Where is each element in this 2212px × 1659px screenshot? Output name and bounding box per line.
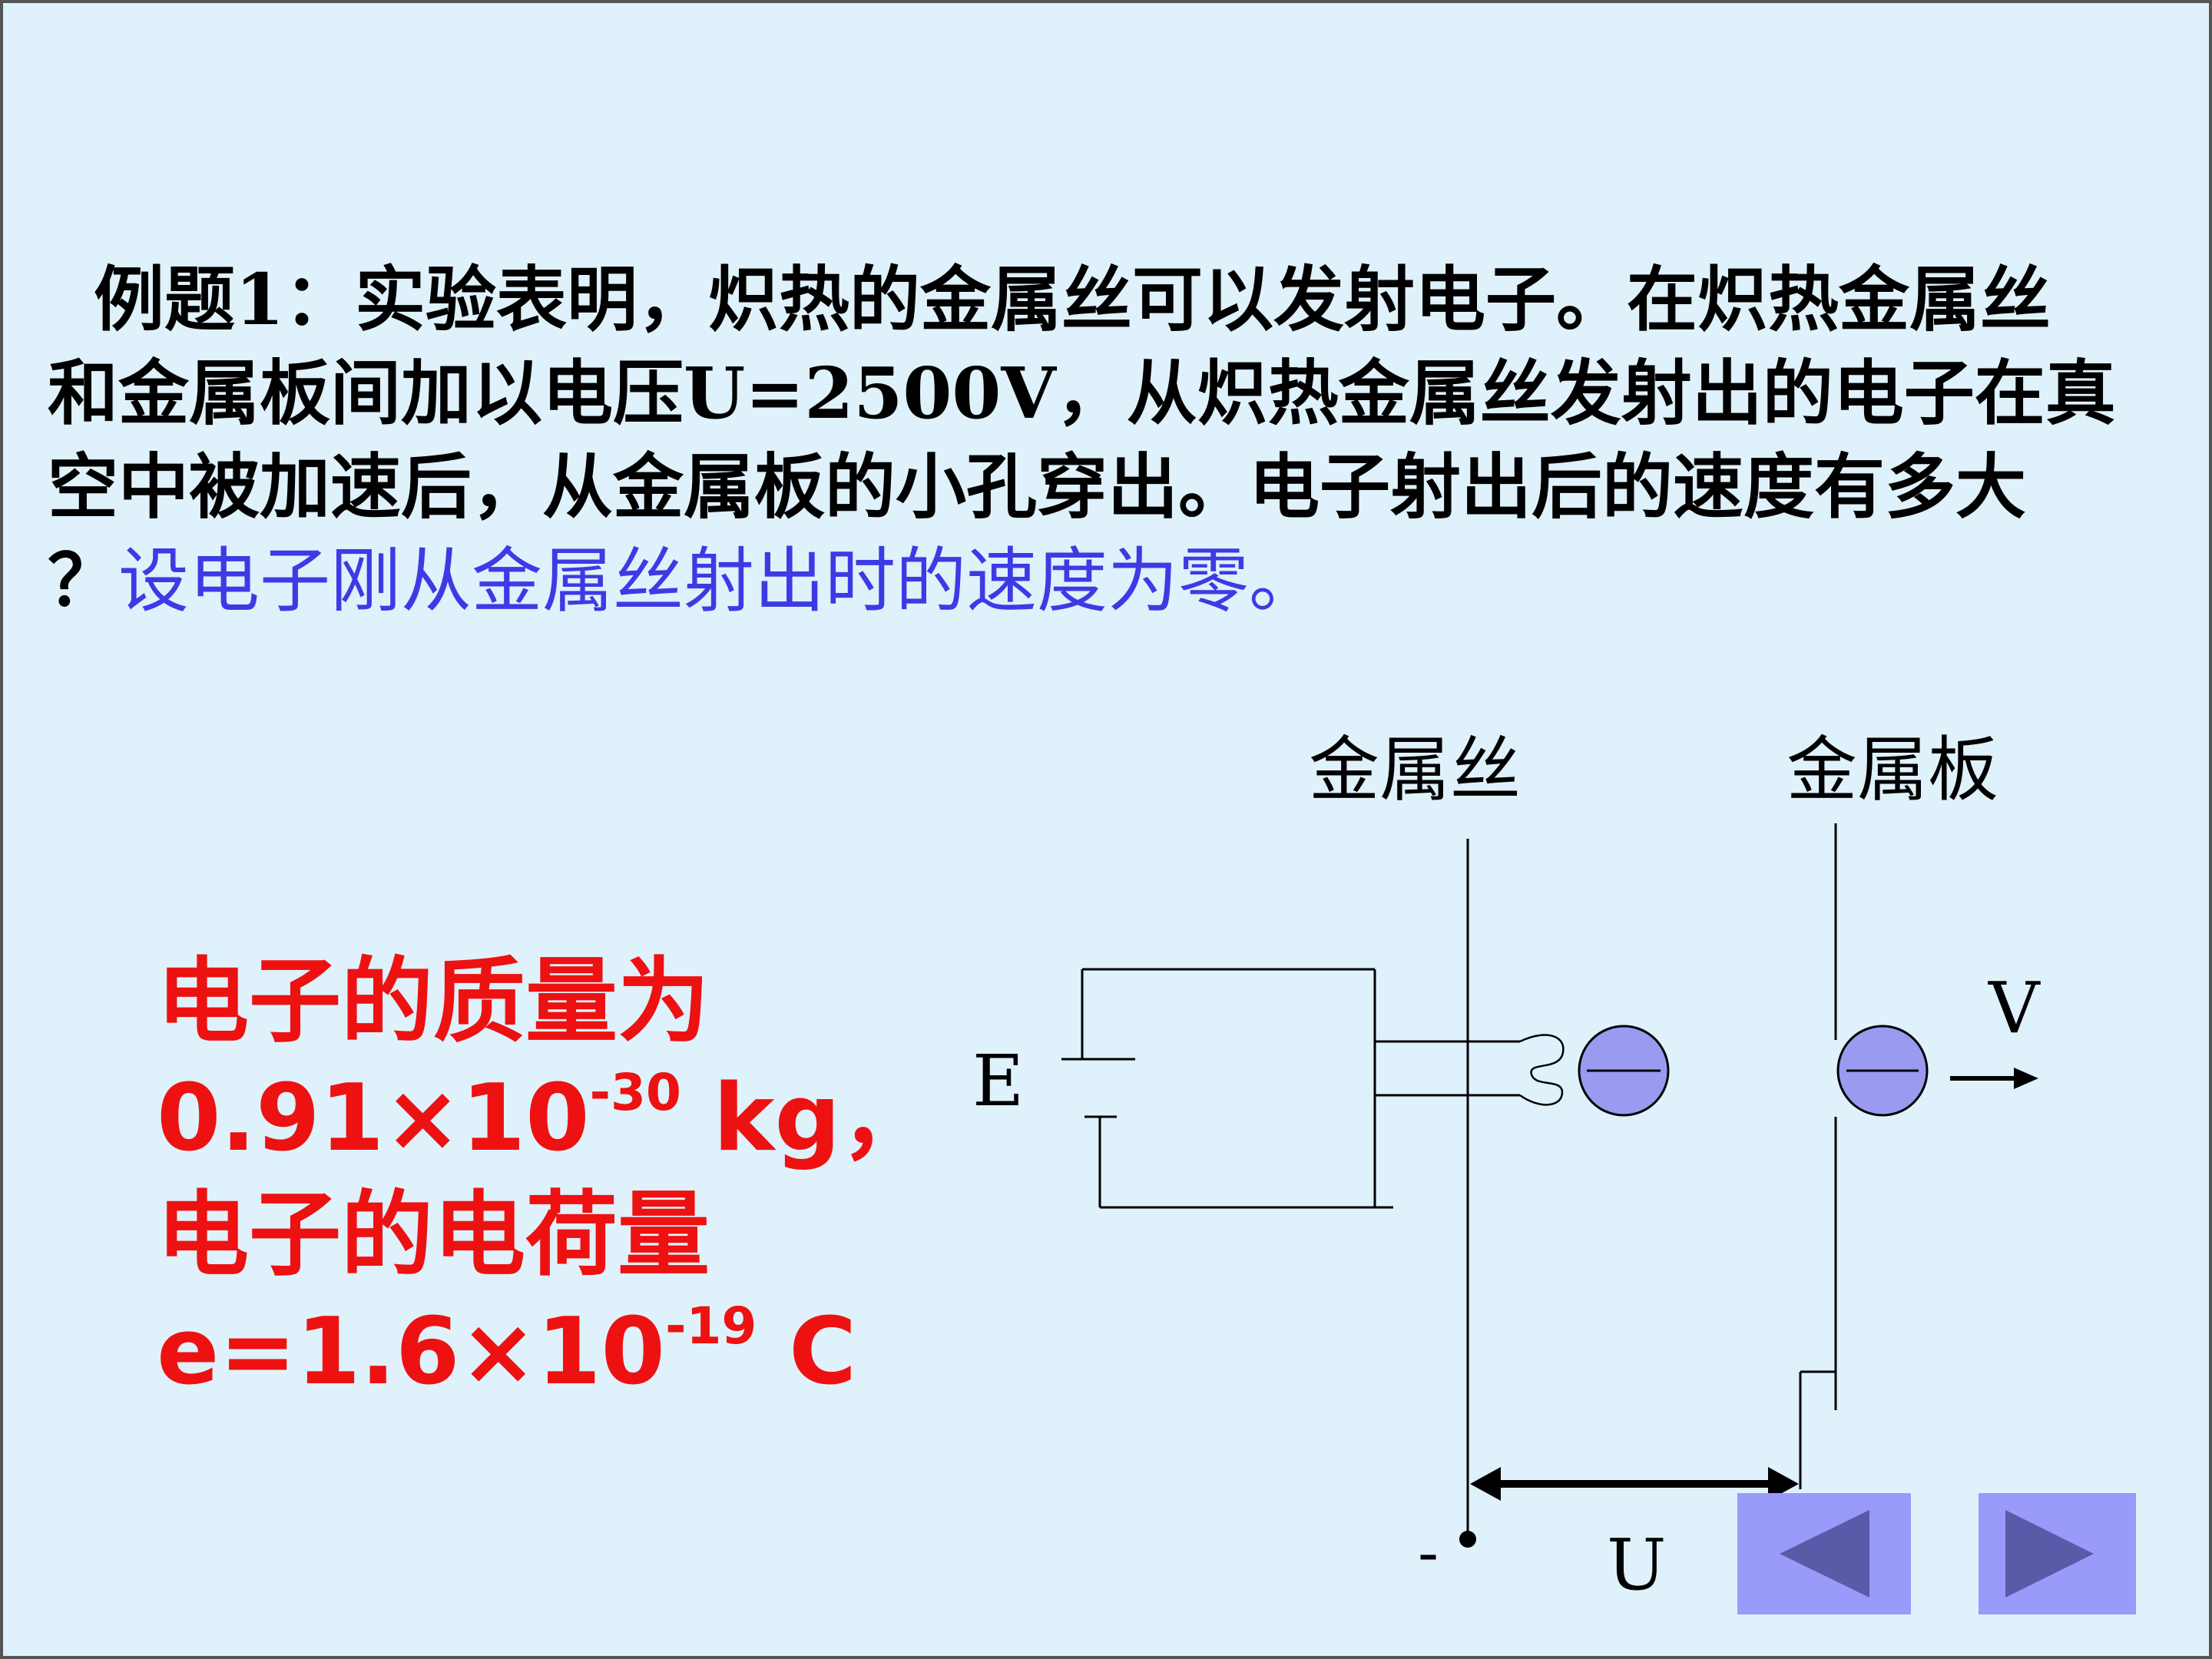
charge-exponent: -19 <box>665 1296 757 1356</box>
filament-coil-icon <box>1519 1034 1565 1106</box>
velocity-label: V <box>1988 967 2041 1049</box>
metal-plate-label: 金属板 <box>1786 729 1998 811</box>
question-mark: ？ <box>48 539 119 622</box>
problem-hint: 设电子刚从金属丝射出时的速度为零。 <box>118 540 1320 622</box>
problem-line-4: ？设电子刚从金属丝射出时的速度为零。 <box>48 534 2121 628</box>
problem-text: 例题1：实验表明，炽热的金属丝可以发射电子。在炽热金属丝 和金属板间加以电压U=… <box>48 253 2121 628</box>
charge-label: 电子的电荷量 <box>157 1182 710 1289</box>
electron-icon <box>1578 1025 1670 1117</box>
charge-base: e=1.6×10 <box>157 1299 666 1406</box>
battery-label: E <box>972 1040 1024 1122</box>
charge-value: e=1.6×10-19 C <box>157 1294 932 1411</box>
voltage-double-arrow-icon <box>1470 1467 1799 1501</box>
mass-label: 电子的质量为 <box>157 949 710 1055</box>
next-slide-button[interactable] <box>1979 1493 2136 1614</box>
triangle-right-icon <box>2005 1510 2094 1598</box>
minus-label: - <box>1418 1517 1439 1588</box>
prev-slide-button[interactable] <box>1737 1493 1911 1614</box>
electron-exit-icon <box>1836 1025 1929 1117</box>
problem-line-1: 例题1：实验表明，炽热的金属丝可以发射电子。在炽热金属丝 <box>94 258 2051 341</box>
negative-terminal-dot <box>1459 1531 1476 1548</box>
metal-wire-label: 金属丝 <box>1309 729 1521 811</box>
problem-line-3: 空中被加速后，从金属板的小孔穿出。电子射出后的速度有多大 <box>48 445 2027 528</box>
mass-exponent: -30 <box>589 1063 681 1122</box>
voltage-label: U <box>1607 1524 1667 1606</box>
mass-base: 0.91×10 <box>157 1065 590 1172</box>
velocity-arrow-icon <box>1950 1068 2038 1089</box>
circuit-diagram: 金属丝 金属板 E V U - <box>972 729 2041 1606</box>
problem-line-2: 和金属板间加以电压U=2500V，从炽热金属丝发射出的电子在真 <box>48 352 2116 435</box>
given-constants: 电子的质量为 0.91×10-30 kg， 电子的电荷量 e=1.6×10-19… <box>157 944 932 1411</box>
triangle-left-icon <box>1780 1510 1869 1598</box>
mass-unit: kg， <box>680 1065 933 1172</box>
charge-unit: C <box>757 1299 857 1406</box>
mass-value: 0.91×10-30 kg， <box>157 1061 932 1177</box>
